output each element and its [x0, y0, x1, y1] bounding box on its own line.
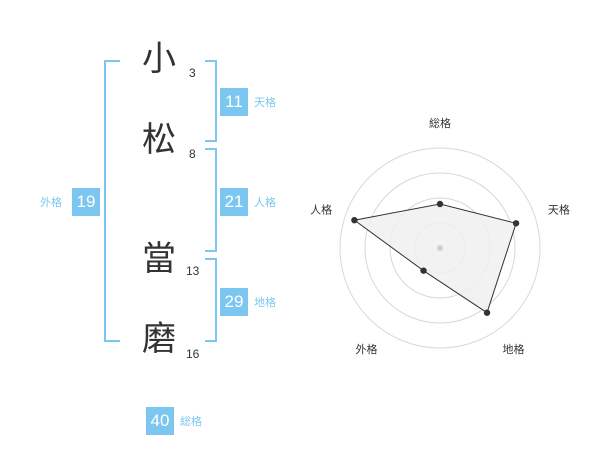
gaikaku-label: 外格: [40, 196, 62, 209]
tenkaku-bracket: [205, 60, 217, 142]
radar-point-3: [483, 309, 491, 316]
radar-axis-label-2: 天格: [548, 202, 570, 216]
radar-point-5: [351, 216, 358, 224]
radar-ring-3: [364, 172, 516, 324]
soukaku-label: 総格: [180, 415, 202, 428]
radar-axis-label-4: 外格: [356, 342, 378, 356]
radar-axis-label-1: 総格: [429, 116, 451, 130]
radar-axis-label-3: 地格: [503, 342, 525, 356]
name-char-3: 當: [142, 239, 176, 279]
jinkaku-bracket: [205, 148, 217, 252]
name-char-1: 小: [142, 39, 176, 79]
tenkaku-label: 天格: [254, 96, 276, 109]
radar-point-1: [436, 200, 444, 208]
stroke-count-4: 16: [186, 347, 200, 361]
radar-center-dot: [437, 245, 443, 251]
name-char-2: 松: [142, 120, 176, 160]
stroke-count-2: 8: [189, 147, 196, 161]
gaikaku-badge: 19: [72, 188, 100, 216]
chikaku-badge: 29: [220, 288, 248, 316]
chikaku-bracket: [205, 258, 217, 342]
radar-point-4: [420, 267, 427, 274]
stroke-count-1: 3: [189, 66, 196, 80]
radar-axis-label-5: 人格: [310, 202, 332, 216]
radar-data-polygon: [353, 203, 517, 314]
gaikaku-bracket: [104, 60, 120, 342]
tenkaku-badge: 11: [220, 88, 248, 116]
stroke-count-3: 13: [186, 264, 200, 278]
chikaku-label: 地格: [254, 296, 276, 309]
jinkaku-label: 人格: [254, 196, 276, 209]
name-char-4: 磨: [142, 319, 176, 359]
jinkaku-badge: 21: [220, 188, 248, 216]
soukaku-badge: 40: [146, 407, 174, 435]
radar-ring-4: [339, 147, 541, 349]
radar-point-2: [512, 220, 520, 227]
